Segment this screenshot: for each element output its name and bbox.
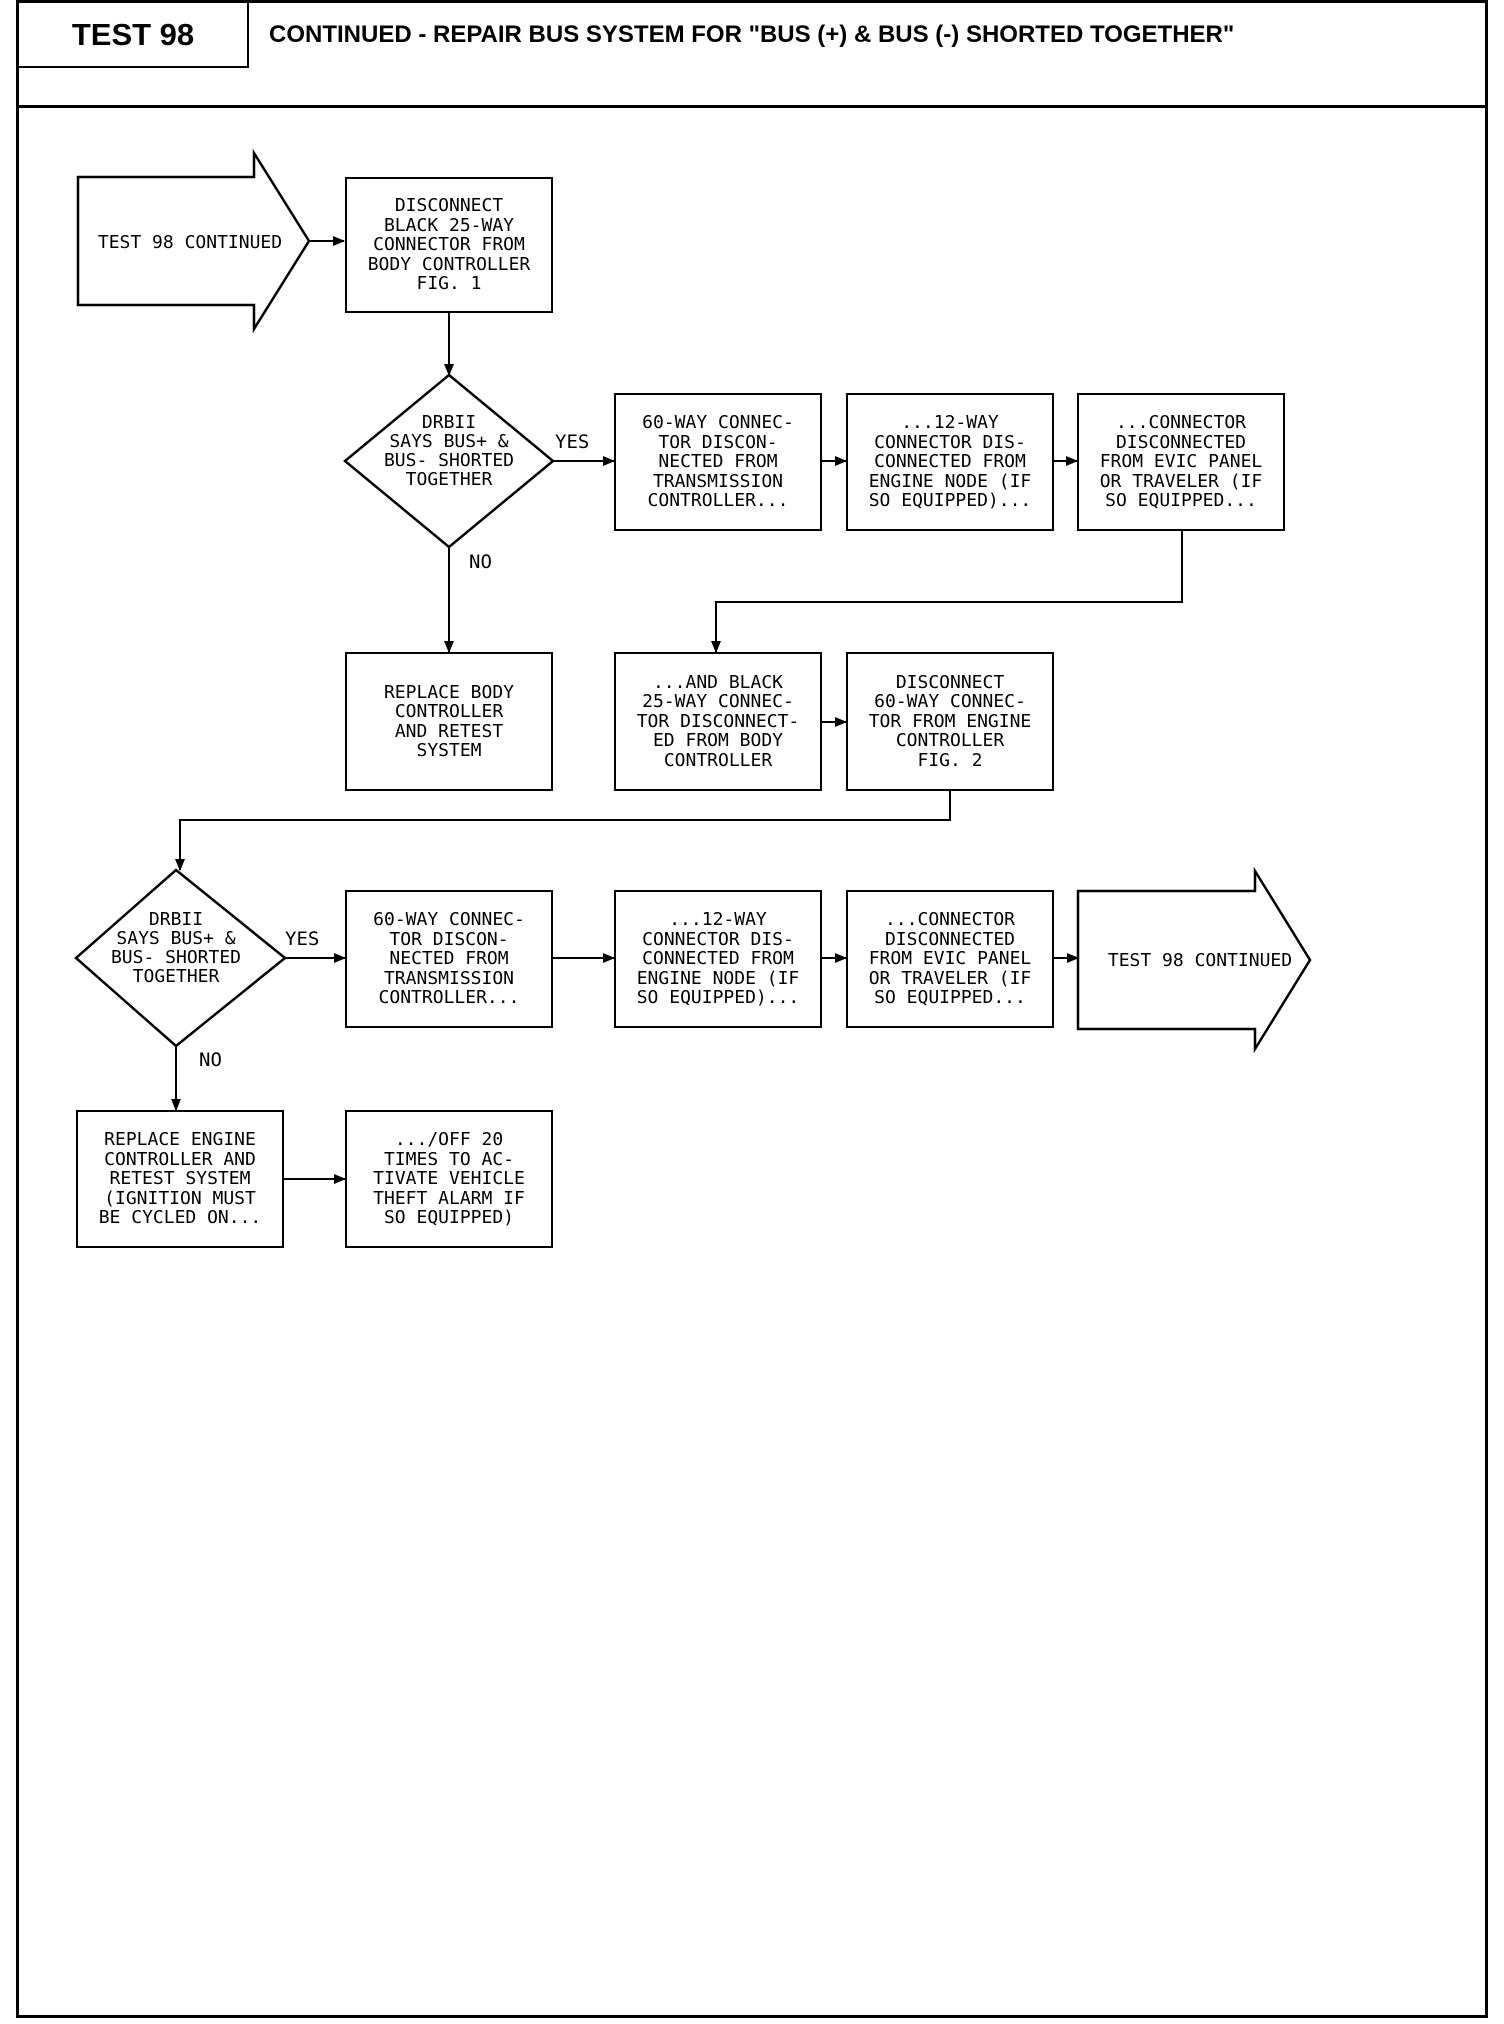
- text-line: CONTROLLER...: [378, 987, 520, 1009]
- text-line: 60-WAY CONNEC-: [642, 412, 794, 434]
- text-line: .../OFF 20: [394, 1129, 504, 1151]
- text-line: SO EQUIPPED...: [1105, 490, 1257, 512]
- end-arrow-text: TEST 98 CONTINUED: [1107, 949, 1293, 971]
- text-line: ED FROM BODY: [652, 730, 784, 752]
- text-line: CONNECTOR FROM: [373, 234, 525, 256]
- text-line: TOGETHER: [405, 469, 493, 490]
- text-line: TRANSMISSION: [383, 967, 515, 989]
- text-line: ...12-WAY: [901, 412, 999, 434]
- text-line: CONTROLLER...: [647, 490, 789, 512]
- text-line: OR TRAVELER (IF: [868, 967, 1032, 989]
- text-line: DISCONNECTED: [884, 928, 1016, 950]
- text-line: TRANSMISSION: [652, 470, 784, 492]
- text-line: DISCONNECT: [895, 671, 1005, 693]
- text-line: TOR FROM ENGINE: [868, 710, 1032, 732]
- text-line: ...12-WAY: [669, 909, 767, 931]
- text-line: 60-WAY CONNEC-: [874, 691, 1026, 713]
- text-line: FROM EVIC PANEL: [868, 948, 1032, 970]
- text-line: BUS- SHORTED: [383, 450, 515, 471]
- text-line: REPLACE BODY: [383, 681, 515, 703]
- text-line: TOR DISCONNECT-: [636, 710, 800, 732]
- text-line: SO EQUIPPED)...: [868, 490, 1032, 512]
- text-line: CONTROLLER AND: [104, 1148, 256, 1170]
- text-line: ...CONNECTOR: [1115, 412, 1247, 434]
- text-line: BLACK 25-WAY: [383, 214, 515, 236]
- text-line: (IGNITION MUST: [104, 1187, 256, 1209]
- page-frame: TEST 98 CONTINUED - REPAIR BUS SYSTEM FO…: [16, 0, 1488, 2018]
- text-line: DRBII: [148, 909, 204, 930]
- test-number-label: TEST 98: [19, 3, 249, 68]
- text-line: BODY CONTROLLER: [367, 253, 531, 275]
- text-line: DRBII: [421, 412, 477, 433]
- decision-1-no-label: NO: [469, 551, 492, 573]
- text-line: SYSTEM: [416, 740, 482, 761]
- text-line: ENGINE NODE (IF: [868, 470, 1032, 492]
- text-line: BUS- SHORTED: [110, 947, 242, 968]
- text-line: CONTROLLER: [663, 749, 773, 771]
- text-line: CONNECTED FROM: [642, 948, 794, 970]
- text-line: CONNECTED FROM: [874, 451, 1026, 473]
- text-line: RETEST SYSTEM: [109, 1168, 251, 1190]
- text-line: 25-WAY CONNEC-: [642, 691, 794, 713]
- text-line: CONNECTOR DIS-: [642, 928, 794, 950]
- text-line: TIVATE VEHICLE: [373, 1168, 525, 1190]
- text-line: SAYS BUS+ &: [389, 431, 509, 452]
- text-line: DISCONNECTED: [1115, 431, 1247, 453]
- start-arrow-text: TEST 98 CONTINUED: [97, 231, 283, 253]
- header-divider: [19, 105, 1485, 108]
- text-line: SAYS BUS+ &: [116, 928, 236, 949]
- text-line: CONTROLLER: [895, 730, 1005, 752]
- text-line: ...AND BLACK: [652, 671, 784, 693]
- text-line: TOGETHER: [132, 966, 220, 987]
- decision-1-yes-label: YES: [555, 431, 590, 453]
- start-block-arrow: [76, 148, 311, 334]
- text-line: ENGINE NODE (IF: [636, 967, 800, 989]
- text-line: FIG. 2: [917, 749, 983, 771]
- text-line: TOR DISCON-: [389, 928, 509, 950]
- page-title: CONTINUED - REPAIR BUS SYSTEM FOR "BUS (…: [269, 21, 1235, 48]
- text-line: SO EQUIPPED): [383, 1207, 515, 1229]
- text-line: BE CYCLED ON...: [98, 1207, 262, 1229]
- text-line: CONTROLLER: [394, 701, 504, 722]
- text-line: FIG. 1: [416, 273, 482, 295]
- text-line: ...CONNECTOR: [884, 909, 1016, 931]
- decision-2-no-label: NO: [199, 1049, 222, 1071]
- text-line: SO EQUIPPED)...: [636, 987, 800, 1009]
- decision-2-yes-label: YES: [285, 928, 320, 950]
- text-line: 60-WAY CONNEC-: [373, 909, 525, 931]
- text-line: SO EQUIPPED...: [874, 987, 1026, 1009]
- text-line: AND RETEST: [394, 720, 504, 742]
- text-line: REPLACE ENGINE: [104, 1129, 256, 1151]
- text-line: TOR DISCON-: [658, 431, 778, 453]
- text-line: OR TRAVELER (IF: [1099, 470, 1263, 492]
- text-line: TIMES TO AC-: [383, 1148, 515, 1170]
- text-line: FROM EVIC PANEL: [1099, 451, 1263, 473]
- text-line: CONNECTOR DIS-: [874, 431, 1026, 453]
- text-line: DISCONNECT: [394, 195, 504, 217]
- text-line: NECTED FROM: [389, 948, 509, 970]
- text-line: THEFT ALARM IF: [373, 1187, 525, 1209]
- text-line: NECTED FROM: [658, 451, 778, 473]
- end-block-arrow: [1076, 866, 1312, 1054]
